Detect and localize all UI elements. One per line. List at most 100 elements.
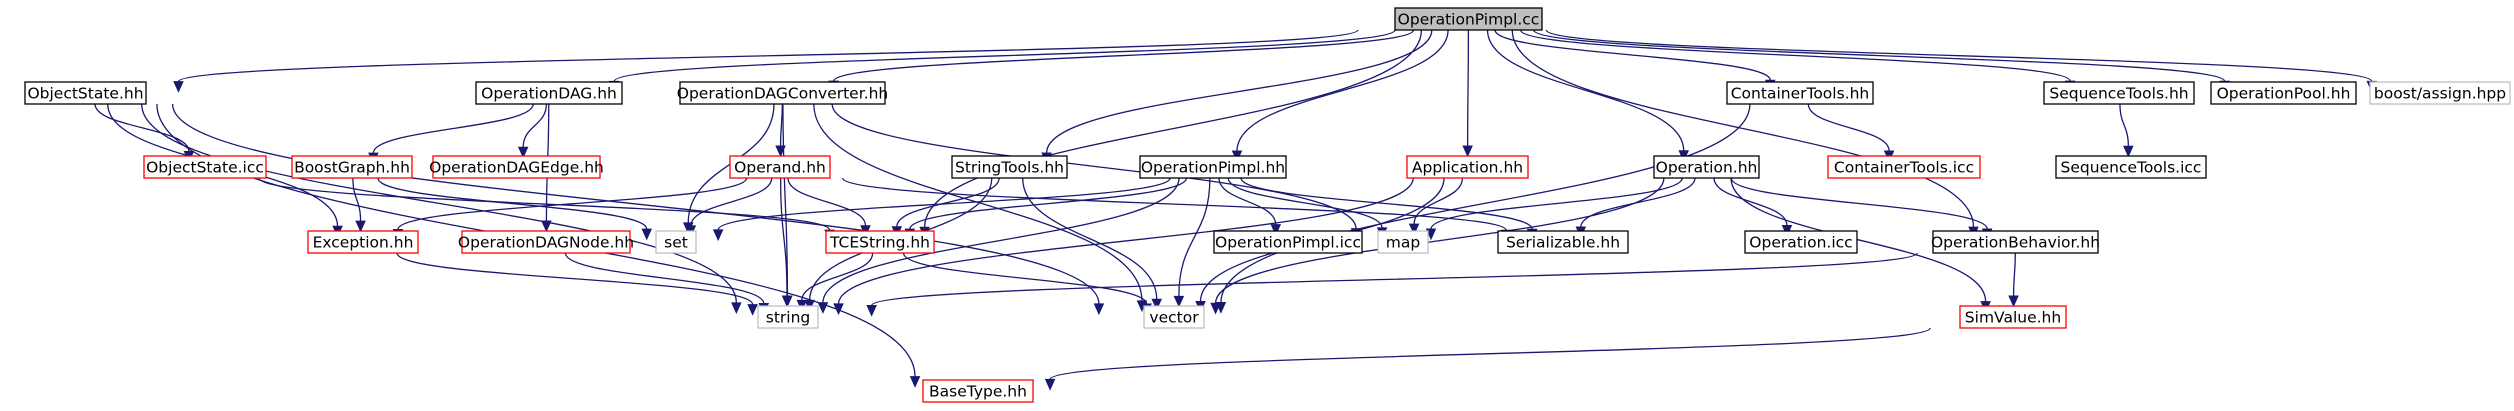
node-application-hh[interactable]: Application.hh <box>1406 155 1529 179</box>
edge-exception_hh-to-string <box>396 252 758 316</box>
node-vector[interactable]: vector <box>1143 305 1205 329</box>
edge-arrowhead <box>173 81 184 93</box>
node-box[interactable] <box>461 230 631 254</box>
node-box[interactable] <box>825 230 935 254</box>
edge-arrowhead <box>909 376 921 388</box>
node-box[interactable] <box>475 81 623 105</box>
node-label: Operand.hh <box>734 159 826 177</box>
node-serializable-hh[interactable]: Serializable.hh <box>1497 230 1629 254</box>
node-label: Application.hh <box>1412 159 1523 177</box>
edge-arrowhead <box>1462 145 1473 158</box>
node-box[interactable] <box>2055 155 2207 179</box>
node-box[interactable] <box>1653 155 1760 179</box>
node-map[interactable]: map <box>1377 230 1429 254</box>
edge-operationdagconverter_hh-to-string <box>782 103 793 308</box>
edge-operationbehavior_hh-to-string <box>866 252 1918 317</box>
edge-line <box>1430 177 1683 230</box>
edge-operationdag_hh-to-boostgraph_hh <box>368 103 534 165</box>
node-label: set <box>664 234 688 252</box>
node-operationpool-hh[interactable]: OperationPool.hh <box>2210 81 2357 105</box>
node-label: Serializable.hh <box>1506 234 1620 252</box>
node-set[interactable]: set <box>655 230 697 254</box>
node-box[interactable] <box>432 155 601 179</box>
node-box[interactable] <box>291 155 413 179</box>
node-sequencetools-hh[interactable]: SequenceTools.hh <box>2043 81 2195 105</box>
node-box[interactable] <box>1394 7 1543 31</box>
node-box[interactable] <box>1143 305 1205 329</box>
edge-arrowhead <box>747 304 758 316</box>
edge-line <box>1519 29 2071 82</box>
node-basetype-hh[interactable]: BaseType.hh <box>922 379 1034 403</box>
node-boostgraph-hh[interactable]: BoostGraph.hh <box>291 155 413 179</box>
edge-arrowhead <box>866 304 877 317</box>
edge-line <box>779 177 788 297</box>
edge-arrowhead <box>833 303 844 316</box>
node-box[interactable] <box>1406 155 1529 179</box>
edge-line <box>1713 177 1788 226</box>
node-exception-hh[interactable]: Exception.hh <box>307 230 419 254</box>
node-box[interactable] <box>1726 81 1874 105</box>
edge-boostgraph_hh-to-set <box>377 177 653 241</box>
node-box[interactable] <box>679 81 886 105</box>
node-containertools-icc[interactable]: ContainerTools.icc <box>1827 155 1981 179</box>
edge-line <box>564 252 765 304</box>
node-label: ContainerTools.hh <box>1731 85 1870 103</box>
node-box[interactable] <box>729 155 831 179</box>
node-stringtools-hh[interactable]: StringTools.hh <box>951 155 1068 179</box>
node-simvalue-hh[interactable]: SimValue.hh <box>1959 305 2067 329</box>
node-tcestring-hh[interactable]: TCEString.hh <box>825 230 935 254</box>
edge-arrowhead <box>1270 224 1282 236</box>
node-objectstate-icc[interactable]: ObjectState.icc <box>143 155 267 179</box>
edge-line <box>1466 29 1470 147</box>
node-boost-assign[interactable]: boost/assign.hpp <box>2369 81 2511 105</box>
node-operationdagnode-hh[interactable]: OperationDAGNode.hh <box>458 230 634 254</box>
node-operationpimpl-hh[interactable]: OperationPimpl.hh <box>1139 155 1287 179</box>
edge-line <box>837 177 1414 304</box>
node-root[interactable]: OperationPimpl.cc <box>1394 7 1543 31</box>
edge-arrowhead <box>1093 303 1105 316</box>
node-box[interactable] <box>922 379 1034 403</box>
node-box[interactable] <box>143 155 267 179</box>
node-box[interactable] <box>1497 230 1629 254</box>
node-containertools-hh[interactable]: ContainerTools.hh <box>1726 81 1874 105</box>
node-box[interactable] <box>24 81 147 105</box>
edge-containertools_hh-to-containertools_icc <box>1807 103 1895 163</box>
node-box[interactable] <box>1959 305 2067 329</box>
edge-line <box>171 103 1100 304</box>
edge-line <box>870 252 1918 307</box>
node-box[interactable] <box>1213 230 1363 254</box>
node-box[interactable] <box>2369 81 2511 105</box>
node-box[interactable] <box>307 230 419 254</box>
node-box[interactable] <box>951 155 1068 179</box>
node-objectstate-hh[interactable]: ObjectState.hh <box>24 81 147 105</box>
node-box[interactable] <box>1932 230 2099 254</box>
node-box[interactable] <box>2210 81 2357 105</box>
node-operationdagedge-hh[interactable]: OperationDAGEdge.hh <box>429 155 604 179</box>
node-box[interactable] <box>1827 155 1981 179</box>
node-box[interactable] <box>1139 155 1287 179</box>
node-operationbehavior-hh[interactable]: OperationBehavior.hh <box>1931 230 2100 254</box>
node-box[interactable] <box>757 305 819 329</box>
edge-root-to-application_hh <box>1462 29 1473 158</box>
node-box[interactable] <box>655 230 697 254</box>
node-operationdagconverter-hh[interactable]: OperationDAGConverter.hh <box>677 81 889 105</box>
edge-line <box>613 29 1396 82</box>
edge-arrowhead <box>541 220 552 233</box>
node-operationpimpl-icc[interactable]: OperationPimpl.icc <box>1213 230 1363 254</box>
node-operation-hh[interactable]: Operation.hh <box>1653 155 1760 179</box>
node-operation-icc[interactable]: Operation.icc <box>1744 230 1858 254</box>
node-string[interactable]: string <box>757 305 819 329</box>
edge-arrowhead <box>1151 298 1162 311</box>
node-sequencetools-icc[interactable]: SequenceTools.icc <box>2055 155 2207 179</box>
node-operationdag-hh[interactable]: OperationDAG.hh <box>475 81 623 105</box>
edge-line <box>377 177 648 230</box>
edge-line <box>909 177 1188 230</box>
edge-operationbehavior_hh-to-simvalue_hh <box>2008 252 2019 308</box>
node-operand-hh[interactable]: Operand.hh <box>729 155 831 179</box>
edge-line <box>841 177 1507 231</box>
node-box[interactable] <box>1377 230 1429 254</box>
node-box[interactable] <box>1744 230 1858 254</box>
node-box[interactable] <box>2043 81 2195 105</box>
edge-arrowhead <box>2123 145 2134 158</box>
